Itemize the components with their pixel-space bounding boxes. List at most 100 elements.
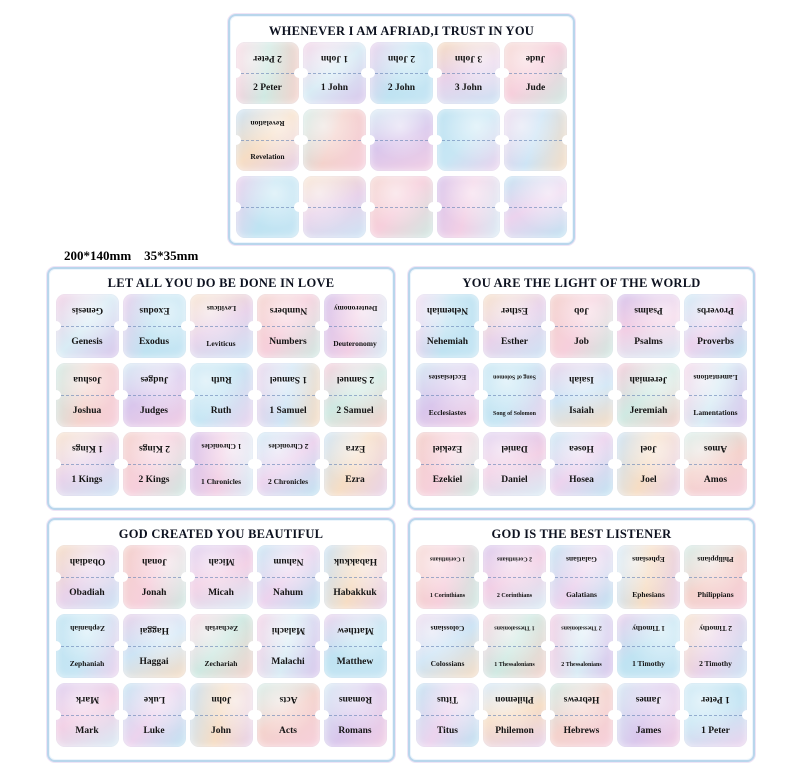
tab-label: Titus bbox=[437, 726, 458, 737]
left-notch bbox=[251, 321, 262, 331]
tab-label: 2 Kings bbox=[138, 475, 170, 486]
fold-line bbox=[127, 646, 181, 647]
fold-line bbox=[509, 73, 562, 74]
left-notch bbox=[545, 390, 555, 400]
fold-line bbox=[60, 326, 114, 327]
right-notch bbox=[742, 572, 752, 582]
tab-label: Proverbs bbox=[697, 337, 734, 348]
tab-label-mirrored: 1 Peter bbox=[701, 693, 730, 704]
left-notch bbox=[411, 572, 421, 582]
left-notch bbox=[679, 321, 689, 331]
left-notch bbox=[365, 68, 375, 78]
tab-label-mirrored: Judges bbox=[140, 373, 168, 384]
tab-label: Nehemiah bbox=[426, 337, 469, 348]
tab-label-mirrored: Matthew bbox=[336, 624, 374, 635]
tab-label-mirrored: 1 Chronicles bbox=[200, 441, 242, 451]
tab-label: Job bbox=[574, 337, 589, 348]
fold-line bbox=[421, 715, 474, 716]
fold-line bbox=[689, 395, 742, 396]
tab-label: Amos bbox=[703, 475, 728, 486]
right-notch bbox=[742, 321, 752, 331]
left-notch bbox=[478, 390, 488, 400]
blank-tab bbox=[432, 176, 505, 238]
tab-label-mirrored: Joel bbox=[640, 442, 657, 453]
tab-label: Hosea bbox=[569, 475, 594, 486]
tab-label-mirrored: 1 Samuel bbox=[269, 373, 307, 384]
right-notch bbox=[381, 572, 392, 582]
tab-label: Matthew bbox=[336, 657, 374, 668]
left-notch bbox=[117, 390, 128, 400]
fold-line bbox=[555, 577, 608, 578]
left-notch bbox=[612, 641, 622, 651]
panel-title: WHENEVER I AM AFRIAD,I TRUST IN YOU bbox=[268, 24, 535, 38]
fold-line bbox=[509, 207, 562, 208]
tab-label: 2 Samuel bbox=[336, 406, 374, 417]
tab-label-mirrored: Genesis bbox=[71, 304, 103, 315]
bible-tab-2-thessalonians: 2 Thessalonians 2 Thessalonians bbox=[545, 614, 618, 678]
tab-label-mirrored: Exodus bbox=[138, 304, 170, 315]
fold-line bbox=[555, 715, 608, 716]
tab-label-mirrored: Proverbs bbox=[697, 304, 734, 315]
blank-tab bbox=[365, 109, 438, 171]
tab-label-mirrored: Deuteronomy bbox=[333, 303, 377, 313]
tab-label-mirrored: Titus bbox=[437, 693, 458, 704]
tab-label: Haggai bbox=[139, 657, 169, 668]
right-notch bbox=[562, 202, 572, 212]
fold-line bbox=[555, 326, 608, 327]
tab-label-mirrored: Daniel bbox=[501, 442, 528, 453]
fold-line bbox=[622, 395, 675, 396]
tab-label: 2 Timothy bbox=[699, 659, 732, 669]
left-notch bbox=[612, 321, 622, 331]
blank-tab bbox=[432, 109, 505, 171]
tab-label: 2 Peter bbox=[253, 83, 282, 94]
fold-line bbox=[328, 464, 382, 465]
fold-line bbox=[421, 395, 474, 396]
left-notch bbox=[251, 459, 262, 469]
tab-label: Micah bbox=[208, 588, 234, 599]
left-notch bbox=[432, 68, 442, 78]
tab-label-mirrored: 2 Thessalonians bbox=[561, 624, 602, 631]
panel-title: YOU ARE THE LIGHT OF THE WORLD bbox=[462, 276, 701, 290]
tab-label-mirrored: James bbox=[635, 693, 662, 704]
tab-label: 1 Peter bbox=[701, 726, 730, 737]
tab-label-mirrored: Philippians bbox=[697, 554, 734, 564]
blank-tab bbox=[298, 109, 371, 171]
left-notch bbox=[432, 202, 442, 212]
tab-label: Jonah bbox=[141, 588, 167, 599]
left-notch bbox=[117, 710, 128, 720]
right-notch bbox=[742, 459, 752, 469]
tab-label-mirrored: Romans bbox=[338, 693, 372, 704]
size-note: 200*140mm 35*35mm bbox=[64, 248, 199, 263]
left-notch bbox=[365, 202, 375, 212]
fold-line bbox=[421, 646, 474, 647]
fold-line bbox=[488, 395, 541, 396]
tab-label: 2 Thessalonians bbox=[561, 661, 602, 668]
left-notch bbox=[318, 390, 329, 400]
tab-label-mirrored: Luke bbox=[143, 693, 165, 704]
right-notch bbox=[381, 641, 392, 651]
fold-line bbox=[127, 715, 181, 716]
fold-line bbox=[328, 646, 382, 647]
left-notch bbox=[679, 459, 689, 469]
fold-line bbox=[421, 577, 474, 578]
panel-title: GOD CREATED YOU BEAUTIFUL bbox=[118, 527, 324, 541]
left-notch bbox=[679, 390, 689, 400]
